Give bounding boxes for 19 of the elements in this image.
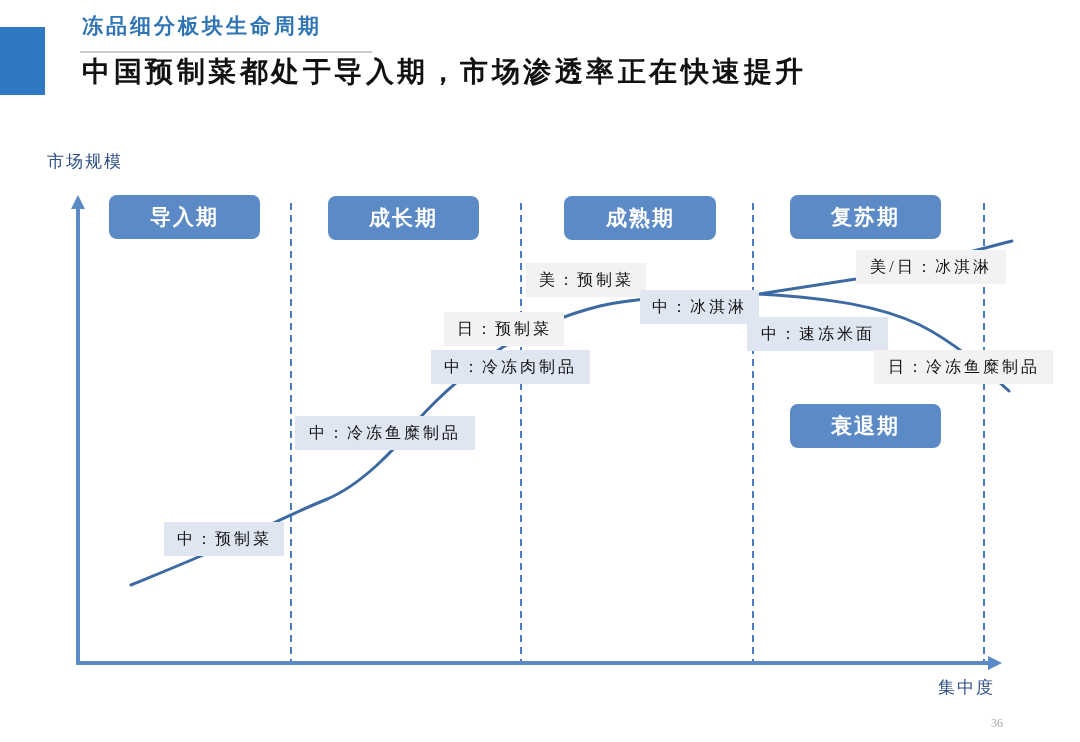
axis-label: 集中度 — [938, 678, 995, 699]
stage-box: 衰退期 — [790, 404, 941, 448]
product-tag: 日：预制菜 — [444, 312, 564, 346]
section-heading: 冻品细分板块生命周期 — [82, 14, 322, 40]
product-tag: 中：冷冻鱼糜制品 — [295, 416, 475, 450]
stage-box: 导入期 — [109, 195, 260, 239]
product-tag: 中：冷冻肉制品 — [431, 350, 590, 384]
page-number: 36 — [991, 716, 1003, 731]
stage-box: 成熟期 — [564, 196, 716, 240]
slide-title: 中国预制菜都处于导入期，市场渗透率正在快速提升 — [82, 55, 807, 89]
axis-label: 市场规模 — [47, 152, 123, 173]
stage-box: 成长期 — [328, 196, 479, 240]
product-tag: 中：预制菜 — [164, 522, 284, 556]
stage-box: 复苏期 — [790, 195, 941, 239]
product-tag: 美：预制菜 — [526, 263, 646, 297]
product-tag: 美/日：冰淇淋 — [856, 250, 1006, 284]
product-tag: 中：冰淇淋 — [640, 290, 759, 324]
product-tag: 日：冷冻鱼糜制品 — [874, 350, 1053, 384]
product-tag: 中：速冻米面 — [747, 317, 888, 351]
